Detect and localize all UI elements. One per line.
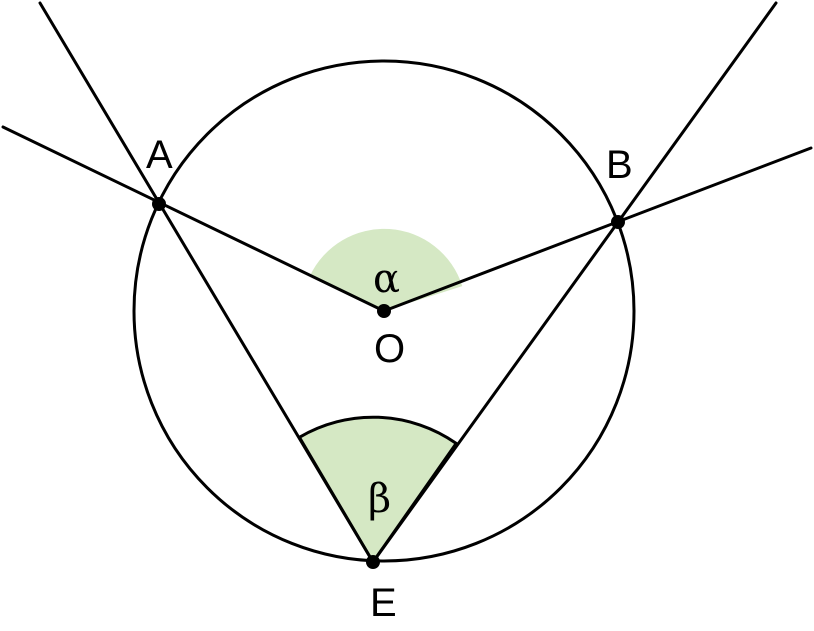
inscribed-angle-sector — [297, 415, 458, 564]
circle — [132, 59, 636, 563]
line-through-a-e — [38, 1, 375, 564]
point-b — [611, 215, 625, 229]
point-o — [377, 304, 391, 318]
line-through-b-o — [382, 146, 813, 313]
label-o: O — [374, 327, 405, 371]
point-a — [152, 197, 166, 211]
point-e — [366, 555, 380, 569]
label-alpha: α — [373, 256, 400, 302]
line-through-a-o — [1, 125, 386, 313]
label-e: E — [370, 581, 397, 625]
central-angle-sector — [309, 228, 463, 311]
label-a: A — [146, 133, 173, 177]
label-b: B — [606, 143, 633, 187]
line-through-b-e — [371, 1, 778, 564]
label-beta: β — [368, 476, 391, 522]
